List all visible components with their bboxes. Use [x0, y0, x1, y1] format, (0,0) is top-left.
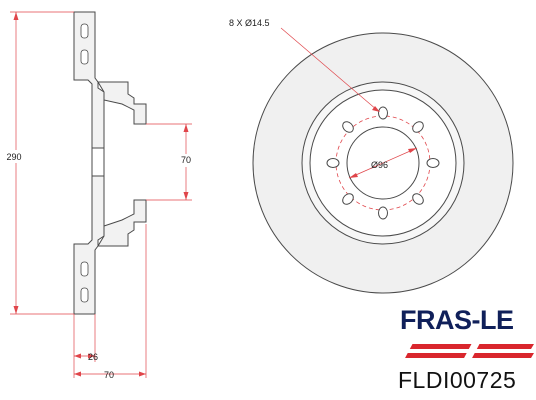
- lower-hub-profile: [97, 199, 147, 247]
- overall-width-label: 70: [104, 370, 114, 380]
- bolt-holes: [326, 106, 440, 220]
- side-view: [73, 11, 147, 315]
- bolt-hole: [326, 158, 340, 168]
- bolt-hole: [342, 193, 354, 205]
- upper-hub-profile: [97, 81, 147, 125]
- upper-vent-slot-2: [80, 49, 89, 65]
- bolt-hole: [412, 121, 424, 133]
- brand-logo: FRAS-LE: [400, 305, 514, 335]
- lower-disc-profile: [73, 175, 105, 315]
- pitch-circle-label: Ø96: [371, 160, 388, 170]
- upper-vent-slot: [80, 23, 89, 39]
- bolt-hole: [378, 206, 388, 220]
- bolt-hole: [426, 158, 440, 168]
- brand-stripes: [391, 343, 534, 360]
- upper-disc-profile: [73, 11, 105, 149]
- inner-height-label: 70: [181, 155, 191, 165]
- disc-thickness-label: 26: [88, 352, 98, 362]
- bolt-hole: [412, 193, 424, 205]
- bolt-hole: [342, 121, 354, 133]
- part-number: FLDI00725: [398, 367, 517, 393]
- lower-vent-slot: [80, 261, 89, 277]
- front-view: 8 X Ø14.5 Ø96: [229, 18, 514, 294]
- overall-height-label: 290: [6, 152, 21, 162]
- bolt-hole: [378, 106, 388, 120]
- lower-vent-slot-2: [80, 287, 89, 303]
- side-dimensions: 290 70 26 70: [4, 11, 196, 380]
- bolt-holes-label: 8 X Ø14.5: [229, 18, 270, 28]
